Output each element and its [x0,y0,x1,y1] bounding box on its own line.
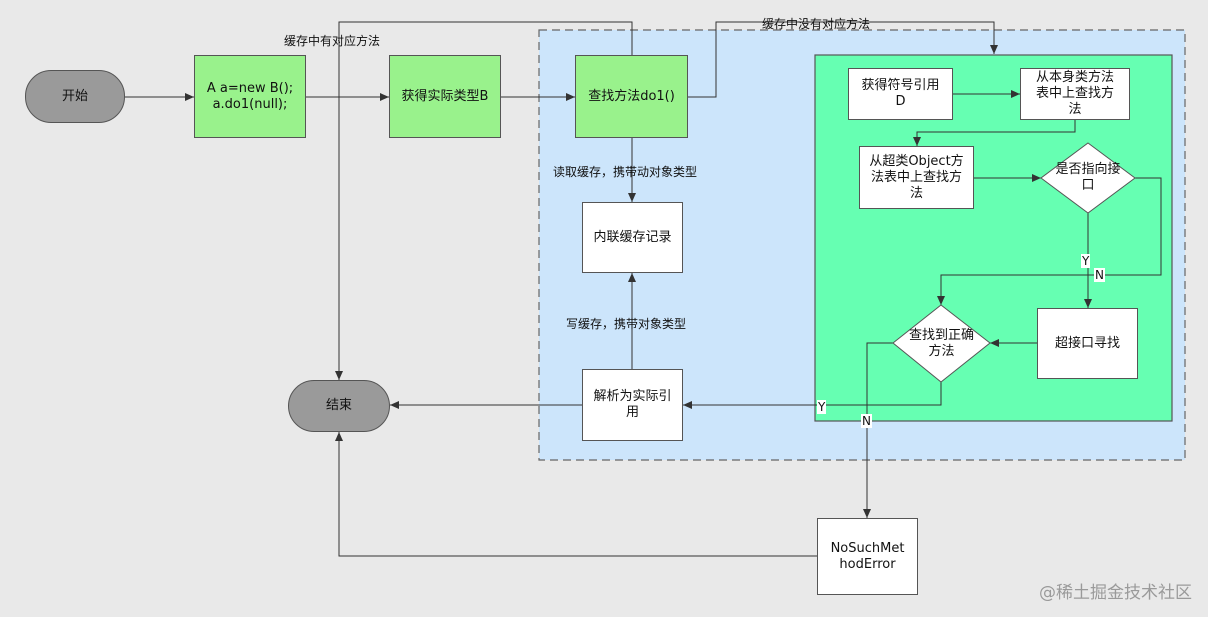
edge-self-to-super [913,120,1076,146]
edge-cache-miss [688,21,998,98]
found-correct-decision [892,304,991,383]
self-table-node: 从本身类方法 表中上查找方 法 [1020,68,1130,120]
cache-hit-label: 缓存中有对应方法 [284,34,381,48]
no-such-method-node: NoSuchMet hodError [817,518,918,595]
start-node: 开始 [25,70,125,123]
find-method-node: 查找方法do1() [575,55,688,138]
super-interface-node: 超接口寻找 [1037,308,1138,379]
resolve-ref-node: 解析为实际引 用 [582,369,683,441]
is-interface-text: 是否指向接 口 [1055,162,1121,193]
code-node: A a=new B(); a.do1(null); [194,55,306,138]
get-type-node: 获得实际类型B [389,55,501,138]
write-cache-label: 写缓存，携带对象类型 [566,317,687,331]
edge-cache-hit [335,21,633,380]
is-interface-decision [1040,142,1136,214]
interface-no-label: N [1094,268,1105,282]
found-yes-label: Y [817,400,827,414]
inline-cache-node: 内联缓存记录 [582,202,683,273]
read-cache-label: 读取缓存，携带动对象类型 [553,165,698,179]
super-table-node: 从超类Object方 法表中上查找方 法 [859,146,974,209]
interface-yes-label: Y [1081,254,1091,268]
edge-nosuch-to-end [335,432,817,557]
watermark: @稀土掘金技术社区 [1039,583,1192,603]
get-symbol-node: 获得符号引用 D [848,68,953,120]
edge-found-no [863,342,893,518]
found-correct-text: 查找到正确 方法 [908,327,974,359]
found-no-label: N [861,414,872,428]
cache-miss-label: 缓存中没有对应方法 [762,17,871,31]
edge-interface-no [937,177,1162,305]
end-node: 结束 [288,380,390,432]
edge-found-yes [683,382,942,409]
